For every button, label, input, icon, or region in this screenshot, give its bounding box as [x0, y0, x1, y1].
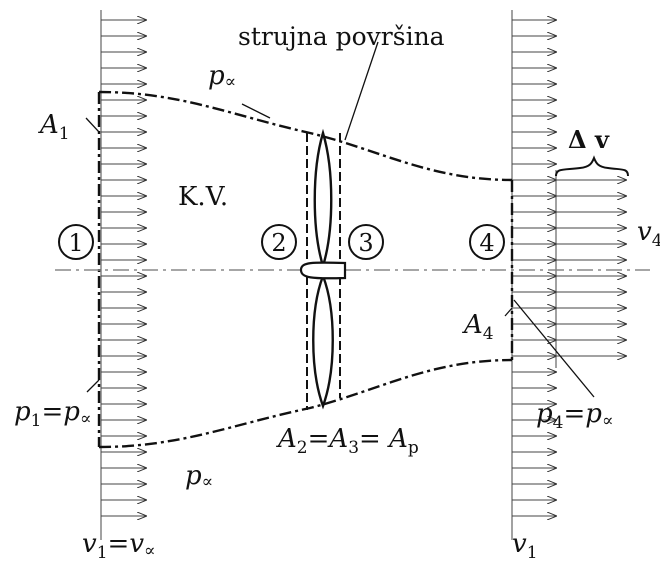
delta-v-label: Δ v: [568, 125, 610, 154]
v4-label: v4: [637, 217, 660, 251]
section-1-number: 1: [68, 229, 83, 257]
stream-surface-label: strujna površina: [238, 22, 445, 51]
a4-leader: [504, 307, 513, 317]
v1-equals-vinf-label: v1=v∝: [82, 529, 156, 558]
control-volume-label: K.V.: [178, 182, 228, 212]
p1-leader: [86, 379, 100, 393]
section-1-marker: [58, 224, 94, 260]
outflow-velocity-arrows: [511, 10, 556, 540]
lower-blade: [312, 272, 334, 410]
lower-stream-surface: [98, 358, 513, 449]
upper-blade: [313, 128, 333, 271]
wake-velocity-arrows: [555, 170, 626, 368]
p-inf-top-label: p∝: [208, 61, 236, 92]
section-2-marker: [261, 224, 297, 260]
hub: [299, 261, 347, 280]
section-4-marker: [469, 224, 505, 260]
upper-stream-surface: [98, 90, 513, 182]
section-2-number: 2: [271, 229, 286, 257]
section-3-number: 3: [358, 229, 373, 257]
p-inf-bottom-label: p∝: [185, 461, 213, 492]
disk-area-label: A2=A3= Ap: [276, 424, 419, 458]
p-top-leader: [241, 103, 271, 119]
p4-equals-pinf-label: p4=p∝: [536, 399, 613, 433]
inflow-velocity-arrows: [100, 10, 146, 540]
v1-right-label: v1: [512, 529, 538, 558]
delta-v-brace: [555, 155, 629, 177]
a1-leader: [85, 117, 100, 133]
stream-surface-leader: [344, 41, 379, 141]
p1-equals-pinf-label: p1=p∝: [14, 397, 91, 431]
p4-leader: [513, 299, 595, 398]
section-4-number: 4: [479, 229, 494, 257]
section-3-marker: [348, 224, 384, 260]
a4-label: A4: [462, 310, 494, 344]
a1-label: A1: [38, 110, 70, 144]
